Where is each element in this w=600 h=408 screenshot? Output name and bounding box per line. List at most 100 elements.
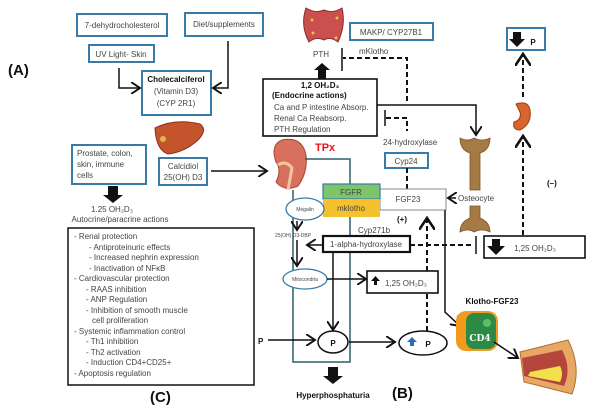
cd4-to-artery-arrow [493, 341, 518, 358]
up-arrow-icon [314, 63, 330, 80]
minus-label: (–) [547, 179, 557, 188]
autocrine-label: Autocrine/paracrine actions [72, 215, 169, 224]
svg-text:MAKP/ CYP27B1: MAKP/ CYP27B1 [360, 28, 423, 37]
down-arrow-icon [487, 239, 505, 255]
low-d3-box: 1,25 OH₂D₃ [483, 235, 586, 259]
osteocyte-label: Osteocyte [458, 194, 495, 203]
intestine-image [513, 102, 531, 131]
dbp-label: 25(OH) D3-DBP [275, 233, 312, 239]
uv-arrow [118, 68, 140, 88]
svg-text:7-dehydrocholesterol: 7-dehydrocholesterol [85, 21, 160, 30]
down-arrow-icon [103, 186, 123, 203]
svg-text:Renal Ca Reabsorp.: Renal Ca Reabsorp. [274, 114, 346, 123]
up-arrow-icon [371, 276, 380, 285]
list-item: - Systemic inflammation control [74, 327, 185, 336]
svg-text:skin, immune: skin, immune [77, 160, 125, 169]
svg-text:(CYP 2R1): (CYP 2R1) [157, 99, 196, 108]
list-item: - Increased nephrin expression [89, 253, 199, 262]
artery-image [519, 339, 577, 395]
uv-light-box: UV Light- Skin [88, 44, 155, 63]
svg-text:(Endocrine actions): (Endocrine actions) [272, 91, 347, 100]
up-arrow-icon [407, 337, 417, 346]
list-item: - Renal protection [74, 232, 137, 241]
list-item: - Induction CD4+CD25+ [86, 358, 172, 367]
svg-text:1,25 OH₂D₃: 1,25 OH₂D₃ [514, 244, 556, 253]
list-item: - ANP Regulation [86, 295, 147, 304]
list-item: - Cardiovascular protection [74, 274, 170, 283]
up-d3-box: 1,25 OH₂D₃ [366, 270, 439, 294]
panel-label-b: (B) [392, 385, 413, 402]
tubule-frame [292, 158, 351, 363]
svg-text:FGF23: FGF23 [396, 195, 421, 204]
svg-text:1,25 OH₂D₃: 1,25 OH₂D₃ [385, 279, 427, 288]
svg-text:Cyp24: Cyp24 [394, 157, 418, 166]
svg-text:Mitocondria: Mitocondria [292, 277, 318, 283]
svg-text:Cholecalciferol: Cholecalciferol [147, 75, 204, 84]
svg-text:P: P [425, 340, 431, 349]
bone-image [459, 137, 491, 233]
panel-label-a: (A) [8, 62, 29, 79]
target-tissues-box: Prostate, colon, skin, immune cells [71, 144, 147, 185]
autocrine-compound: 1.25 OH₂D₃ [91, 205, 133, 214]
dehydrocholesterol-box: 7-dehydrocholesterol [76, 13, 168, 37]
list-item: - Inactivation of NFκB [89, 264, 165, 273]
mitocondria-ellipse: Mitocondria [282, 268, 328, 290]
list-item: - Antiproteinuric effects [89, 243, 170, 252]
hyperphosphaturia-label: Hyperphosphaturia [296, 391, 370, 400]
svg-text:UV Light- Skin: UV Light- Skin [95, 50, 146, 59]
low-phosphate-box: P [506, 27, 546, 51]
svg-text:Ca and P intestine Absorp.: Ca and P intestine Absorp. [274, 103, 369, 112]
fgfr-box: FGFR [322, 183, 381, 200]
mklotho-label: mKlotho [359, 47, 389, 56]
panel-label-c: (C) [150, 389, 171, 406]
endocrine-actions-box: 1,2 OH₂D₃ (Endocrine actions) Ca and P i… [262, 78, 378, 137]
list-item: cell proliferation [92, 316, 148, 325]
svg-text:cells: cells [77, 171, 93, 180]
pth-label: PTH [313, 50, 329, 59]
diet-arrow [213, 41, 229, 88]
cholecalciferol-box: Cholecalciferol (Vitamin D3) (CYP 2R1) [141, 70, 212, 116]
cd4-cell-image: CD4 [456, 311, 498, 351]
down-arrow-icon [323, 367, 343, 384]
svg-text:(Vitamin D3): (Vitamin D3) [154, 87, 199, 96]
makp-box: MAKP/ CYP27B1 [349, 22, 434, 41]
diet-box: Diet/supplements [184, 12, 264, 37]
svg-text:Prostate, colon,: Prostate, colon, [77, 149, 133, 158]
fgf23-to-cd4-arrow [444, 210, 460, 326]
svg-text:P: P [530, 38, 536, 47]
svg-text:Calcidiol: Calcidiol [168, 162, 198, 171]
list-item: - Th2 activation [86, 348, 141, 357]
tpx-label: TPx [315, 142, 336, 154]
p-circle: P [317, 330, 349, 354]
parathyroid-image [303, 7, 344, 43]
svg-text:mklotho: mklotho [337, 204, 366, 213]
liver-image [154, 121, 204, 155]
p-input-label: P [258, 337, 264, 346]
hydroxylase-inhibition-line [386, 117, 408, 131]
list-item: - RAAS inhibition [86, 285, 146, 294]
mklotho-inhibition-line [343, 57, 408, 101]
klotho-fgf23-label: Klotho-FGF23 [466, 297, 519, 306]
svg-text:P: P [330, 339, 336, 348]
fgf23-box: FGF23 [379, 188, 447, 211]
svg-text:25(OH) D3: 25(OH) D3 [164, 173, 203, 182]
list-item: - Inhibition of smooth muscle [86, 306, 188, 315]
hydroxylase-label: 24-hydroxylase [383, 138, 438, 147]
cyp271b-label: Cyp271b [358, 226, 391, 235]
calcidiol-box: Calcidiol 25(OH) D3 [158, 157, 208, 186]
svg-text:Diet/supplements: Diet/supplements [193, 20, 255, 29]
megalin-ellipse: Megalin [285, 197, 325, 221]
list-item: - Apoptosis regulation [74, 369, 151, 378]
high-p-circle: P [398, 330, 448, 356]
down-arrow-icon [509, 32, 525, 47]
cyp24-box: Cyp24 [384, 152, 429, 169]
alpha-hydroxylase-box: 1-alpha-hydroxylase [321, 234, 412, 254]
autocrine-actions-box: - Renal protection - Antiproteinuric eff… [67, 227, 255, 386]
list-item: - Th1 inhibition [86, 337, 138, 346]
svg-text:Megalin: Megalin [296, 207, 314, 213]
svg-text:1-alpha-hydroxylase: 1-alpha-hydroxylase [330, 240, 403, 249]
svg-text:CD4: CD4 [469, 334, 490, 344]
endocrine-to-bone-arrow [377, 104, 476, 135]
svg-text:PTH Regulation: PTH Regulation [274, 125, 330, 134]
